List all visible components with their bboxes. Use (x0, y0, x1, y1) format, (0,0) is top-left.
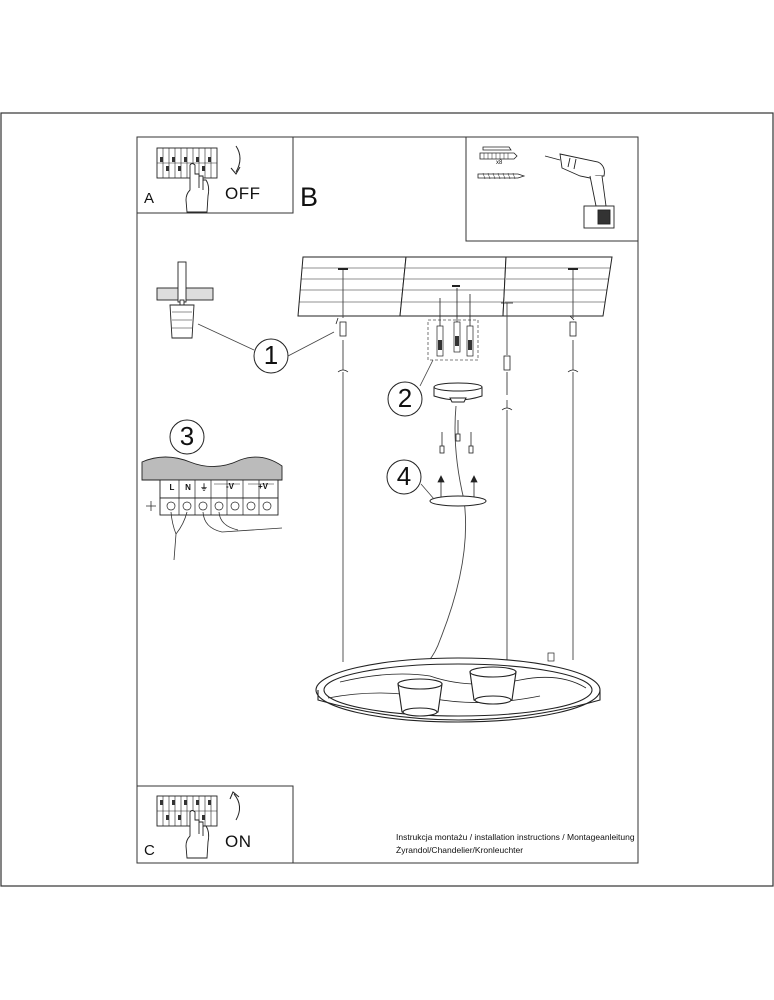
footer-product: Żyrandol/Chandelier/Kronleuchter (396, 845, 524, 855)
ceiling-plate-icon (297, 256, 613, 317)
switch-up-arrow-icon (229, 791, 240, 821)
terminal-label-l: L (169, 483, 175, 492)
switch-on-label: ON (225, 832, 252, 851)
page-frame (0, 112, 774, 887)
step-2-label: 2 (397, 383, 413, 413)
screw-icon (477, 172, 526, 180)
panel-a-letter: A (144, 190, 155, 207)
step-3-label: 3 (179, 421, 195, 451)
step-leaders (197, 323, 435, 500)
screws-detail-icon (419, 288, 479, 387)
lamp-shade-left (397, 678, 443, 717)
ceiling-anchor-detail-icon (156, 261, 214, 339)
diagram-frame (136, 136, 639, 864)
drill-icon (544, 153, 615, 229)
ring-lamp-icon (315, 652, 601, 723)
canopy-icon (433, 382, 483, 403)
terminal-label-plus-v: +V (257, 482, 268, 491)
hand-icon (185, 810, 210, 859)
terminal-label-minus-v: -V (226, 482, 234, 491)
tools-panel (465, 136, 639, 242)
breaker-icon (156, 795, 218, 827)
panel-b-letter: B (300, 182, 319, 212)
panel-a-switch-off (136, 136, 294, 214)
switch-off-label: OFF (225, 184, 261, 203)
panel-c-switch-on (136, 785, 294, 864)
footer-instructions: Instrukcja montażu / installation instru… (396, 832, 635, 842)
anchor-count-label: x8 (496, 160, 503, 166)
suspension-cables (342, 270, 574, 665)
breaker-icon (156, 147, 218, 179)
step-4-label: 4 (396, 461, 412, 491)
switch-down-arrow-icon (230, 145, 241, 175)
terminal-label-earth: ⏚ (200, 483, 208, 492)
screw-icon (439, 420, 474, 454)
mounting-plate-icon (429, 495, 487, 507)
hand-icon (185, 163, 210, 213)
cable-gripper-icon (335, 302, 579, 411)
panel-c-letter: C (144, 842, 155, 859)
wall-anchor-icon (479, 146, 518, 160)
upward-arrows (437, 475, 478, 498)
terminal-label-n: N (185, 483, 191, 492)
step-1-label: 1 (263, 340, 279, 370)
lamp-shade-right (469, 666, 517, 705)
terminal-block-icon (141, 456, 283, 561)
